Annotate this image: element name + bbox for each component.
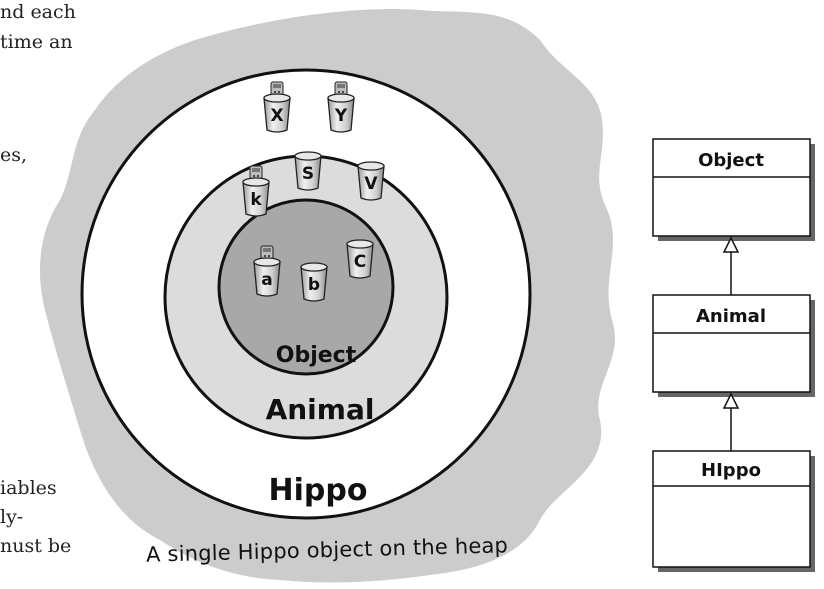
cup-y-label: Y	[334, 106, 348, 126]
cup-k-label: k	[250, 190, 262, 210]
cup-x: X	[263, 81, 291, 133]
inheritance-arrow	[722, 236, 740, 295]
body-text-line: nd each	[0, 1, 76, 23]
hippo-label: Hippo	[269, 473, 368, 508]
cup-y: Y	[327, 81, 355, 133]
cup-a-label: a	[261, 270, 272, 290]
cup-b-label: b	[308, 275, 320, 295]
cup-v-label: V	[364, 174, 378, 194]
uml-class-animal-name: Animal	[696, 306, 766, 327]
object-label: Object	[276, 343, 357, 368]
body-text-line: ly-	[0, 506, 24, 528]
cup-s-label: S	[302, 164, 314, 184]
cup-c-label: C	[354, 252, 366, 272]
animal-label: Animal	[266, 393, 375, 426]
inheritance-arrow	[722, 392, 740, 451]
cup-c: C	[346, 239, 374, 279]
cup-s: S	[294, 151, 322, 191]
uml-class-hippo: HIppo	[652, 450, 815, 572]
uml-class-animal: Animal	[652, 294, 815, 397]
cup-k: k	[242, 165, 270, 217]
cup-a: a	[253, 245, 281, 297]
body-text-line: iables	[0, 477, 57, 499]
cup-x-label: X	[270, 106, 283, 126]
body-text-line: time an	[0, 31, 73, 53]
uml-class-object-name: Object	[698, 150, 764, 171]
body-text-line: nust be	[0, 535, 72, 557]
cup-v: V	[357, 161, 385, 201]
cup-b: b	[300, 262, 328, 302]
uml-class-hippo-name: HIppo	[701, 460, 761, 481]
body-text-line: es,	[0, 144, 28, 166]
uml-class-object: Object	[652, 138, 815, 241]
